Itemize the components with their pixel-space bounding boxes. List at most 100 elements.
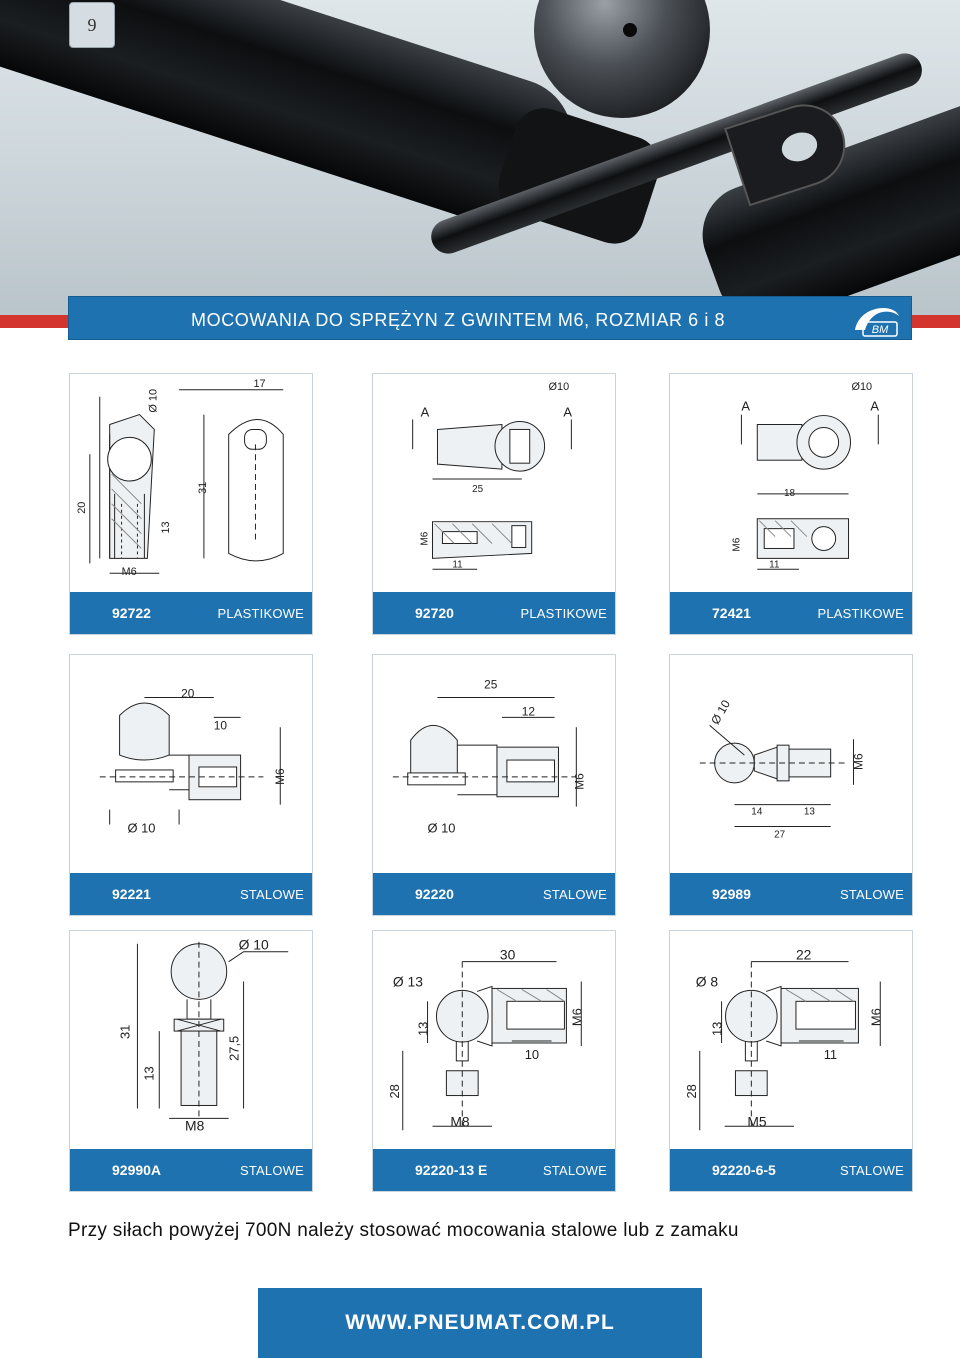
dim-20: 20 bbox=[76, 502, 88, 514]
product-code: 92220-13 E bbox=[415, 1162, 488, 1178]
product-material: STALOWE bbox=[839, 886, 904, 902]
dim-11: 11 bbox=[452, 559, 463, 570]
dim-31: 31 bbox=[197, 482, 209, 494]
product-card-92989: Ø 10 M6 14 13 27 92989 STALOWE bbox=[669, 654, 913, 916]
dim-13: 13 bbox=[416, 1022, 431, 1036]
dim-m6: M6 bbox=[851, 753, 865, 770]
dim-d10: Ø 10 bbox=[147, 389, 159, 413]
dim-m6: M6 bbox=[273, 768, 287, 785]
caption-bar: 92220-13 E STALOWE bbox=[373, 1149, 615, 1191]
section-a-left: A bbox=[421, 405, 430, 420]
title-bar: MOCOWANIA DO SPRĘŻYN Z GWINTEM M6, ROZMI… bbox=[68, 296, 912, 340]
product-material: STALOWE bbox=[839, 1162, 904, 1178]
bm-logo-icon: BM bbox=[855, 307, 899, 337]
product-code: 92220 bbox=[415, 886, 454, 902]
product-card-92990A: Ø 10 31 13 27,5 M8 92990A STALOWE bbox=[69, 930, 313, 1192]
section-a-right: A bbox=[563, 405, 572, 420]
dim-31: 31 bbox=[118, 1025, 133, 1039]
hero-photo: 9 bbox=[0, 0, 960, 320]
dim-13: 13 bbox=[141, 1066, 156, 1080]
dim-m6: M6 bbox=[420, 531, 431, 545]
dim-m6: M6 bbox=[868, 1008, 883, 1026]
dim-13: 13 bbox=[160, 521, 172, 533]
dim-m8: M8 bbox=[185, 1117, 205, 1133]
drawing-92220-13E: Ø 13 30 13 M6 28 10 M8 bbox=[387, 947, 584, 1131]
dim-m6: M6 bbox=[122, 566, 137, 578]
dim-m5: M5 bbox=[747, 1113, 767, 1129]
dim-25: 25 bbox=[472, 484, 484, 495]
product-card-92720: Ø10 A A 25 M6 11 92720 PLASTIKOWE bbox=[372, 373, 616, 635]
dim-m6: M6 bbox=[569, 1008, 584, 1026]
product-material: STALOWE bbox=[239, 1162, 304, 1178]
dim-d10: Ø 10 bbox=[428, 820, 456, 835]
dim-m6: M6 bbox=[572, 773, 586, 790]
product-code: 92720 bbox=[415, 605, 454, 621]
dim-22: 22 bbox=[796, 947, 812, 963]
product-material: STALOWE bbox=[542, 1162, 607, 1178]
dim-18: 18 bbox=[784, 488, 796, 499]
dim-17: 17 bbox=[253, 378, 265, 390]
product-code: 72421 bbox=[712, 605, 751, 621]
dim-10: 10 bbox=[525, 1047, 539, 1062]
dim-28: 28 bbox=[387, 1084, 402, 1098]
dim-d8: Ø 8 bbox=[696, 973, 719, 989]
dim-m6: M6 bbox=[731, 537, 742, 551]
caption-bar: 92220 STALOWE bbox=[373, 873, 615, 915]
website-link[interactable]: WWW.PNEUMAT.COM.PL bbox=[258, 1288, 702, 1358]
drawing-92220: 25 12 M6 Ø 10 bbox=[392, 678, 586, 835]
product-material: STALOWE bbox=[542, 886, 607, 902]
product-card-92220: 25 12 M6 Ø 10 92220 STALOWE bbox=[372, 654, 616, 916]
product-code: 92722 bbox=[112, 605, 151, 621]
caption-bar: 92989 STALOWE bbox=[670, 873, 912, 915]
drawing-92722: 20 Ø 10 17 13 31 M6 bbox=[76, 378, 284, 578]
page-number: 9 bbox=[69, 2, 115, 48]
product-card-92220-6-5: Ø 8 22 13 M6 28 11 M5 92220-6-5 STALOWE bbox=[669, 930, 913, 1192]
dim-d10: Ø 10 bbox=[239, 937, 269, 953]
dim-d10: Ø10 bbox=[852, 381, 873, 393]
dim-11: 11 bbox=[824, 1047, 837, 1062]
page-title: MOCOWANIA DO SPRĘŻYN Z GWINTEM M6, ROZMI… bbox=[191, 310, 726, 330]
drawing-92220-6-5: Ø 8 22 13 M6 28 11 M5 bbox=[684, 947, 883, 1131]
section-a-left: A bbox=[741, 399, 750, 414]
product-card-92221: 20 10 M6 Ø 10 92221 STALOWE bbox=[69, 654, 313, 916]
dim-10: 10 bbox=[214, 718, 228, 732]
caption-bar: 92720 PLASTIKOWE bbox=[373, 592, 615, 634]
product-card-92722: 20 Ø 10 17 13 31 M6 92722 PLASTIKOWE bbox=[69, 373, 313, 635]
caption-bar: 92990A STALOWE bbox=[70, 1149, 312, 1191]
dim-d10: Ø10 bbox=[549, 381, 570, 393]
dim-28: 28 bbox=[684, 1084, 699, 1098]
dim-d13: Ø 13 bbox=[393, 973, 423, 989]
section-a-right: A bbox=[870, 399, 879, 414]
dim-20: 20 bbox=[181, 687, 195, 701]
product-code: 92989 bbox=[712, 886, 751, 902]
product-code: 92221 bbox=[112, 886, 151, 902]
caption-bar: 72421 PLASTIKOWE bbox=[670, 592, 912, 634]
product-card-92220-13E: Ø 13 30 13 M6 28 10 M8 92220-13 E STALOW… bbox=[372, 930, 616, 1192]
drawing-92221: 20 10 M6 Ø 10 bbox=[99, 687, 287, 835]
dim-13: 13 bbox=[710, 1022, 725, 1036]
dim-14: 14 bbox=[751, 807, 763, 818]
dim-12: 12 bbox=[522, 704, 536, 718]
dim-27: 27 bbox=[774, 829, 786, 840]
dim-d10: Ø 10 bbox=[708, 697, 733, 727]
product-card-72421: Ø10 A A 18 M6 11 72421 PLASTIKOWE bbox=[669, 373, 913, 635]
dim-27-5: 27,5 bbox=[227, 1036, 242, 1061]
product-material: PLASTIKOWE bbox=[217, 605, 304, 621]
drawing-92720: Ø10 A A 25 M6 11 bbox=[412, 381, 572, 570]
caption-bar: 92722 PLASTIKOWE bbox=[70, 592, 312, 634]
caption-bar: 92221 STALOWE bbox=[70, 873, 312, 915]
dim-30: 30 bbox=[500, 947, 516, 963]
product-material: PLASTIKOWE bbox=[520, 605, 607, 621]
product-code: 92990A bbox=[112, 1162, 162, 1178]
drawing-72421: Ø10 A A 18 M6 11 bbox=[731, 381, 879, 571]
logo-text: BM bbox=[872, 324, 889, 336]
drawing-92990A: Ø 10 31 13 27,5 M8 bbox=[118, 937, 289, 1133]
product-code: 92220-6-5 bbox=[712, 1162, 776, 1178]
dim-d10: Ø 10 bbox=[128, 820, 156, 835]
caption-bar: 92220-6-5 STALOWE bbox=[670, 1149, 912, 1191]
drawing-92989: Ø 10 M6 14 13 27 bbox=[699, 697, 865, 840]
product-material: STALOWE bbox=[239, 886, 304, 902]
strength-note: Przy siłach powyżej 700N należy stosować… bbox=[68, 1220, 739, 1241]
product-material: PLASTIKOWE bbox=[817, 605, 904, 621]
dim-11: 11 bbox=[769, 559, 780, 570]
